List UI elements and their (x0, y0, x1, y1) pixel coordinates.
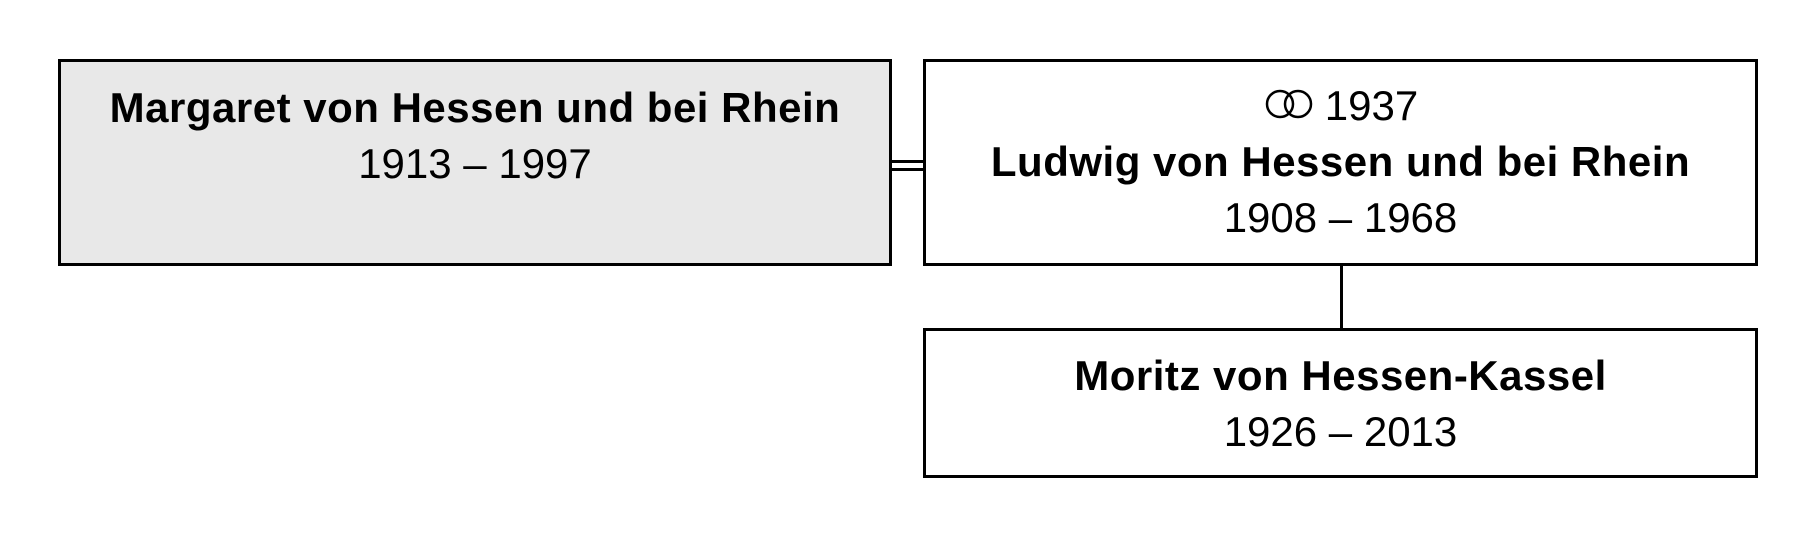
person-dates: 1908 – 1968 (1223, 194, 1458, 241)
person-name: Ludwig von Hessen und bei Rhein (990, 138, 1691, 185)
person-dates: 1913 – 1997 (358, 140, 592, 187)
descent-connector-line (1340, 266, 1343, 328)
marriage-info: 1937 (926, 78, 1755, 134)
person-dates: 1926 – 2013 (1223, 408, 1458, 455)
wedding-rings-icon (1263, 78, 1317, 134)
marriage-connector-line-bottom (892, 168, 923, 171)
person-name: Margaret von Hessen und bei Rhein (109, 84, 841, 131)
marriage-connector-line-top (892, 160, 923, 163)
person-box-margaret: Margaret von Hessen und bei Rhein 1913 –… (58, 59, 892, 266)
person-name: Moritz von Hessen-Kassel (1074, 352, 1607, 399)
marriage-year: 1937 (1324, 82, 1419, 129)
person-box-moritz: Moritz von Hessen-Kassel 1926 – 2013 (923, 328, 1758, 478)
person-box-ludwig: 1937 Ludwig von Hessen und bei Rhein 190… (923, 59, 1758, 266)
